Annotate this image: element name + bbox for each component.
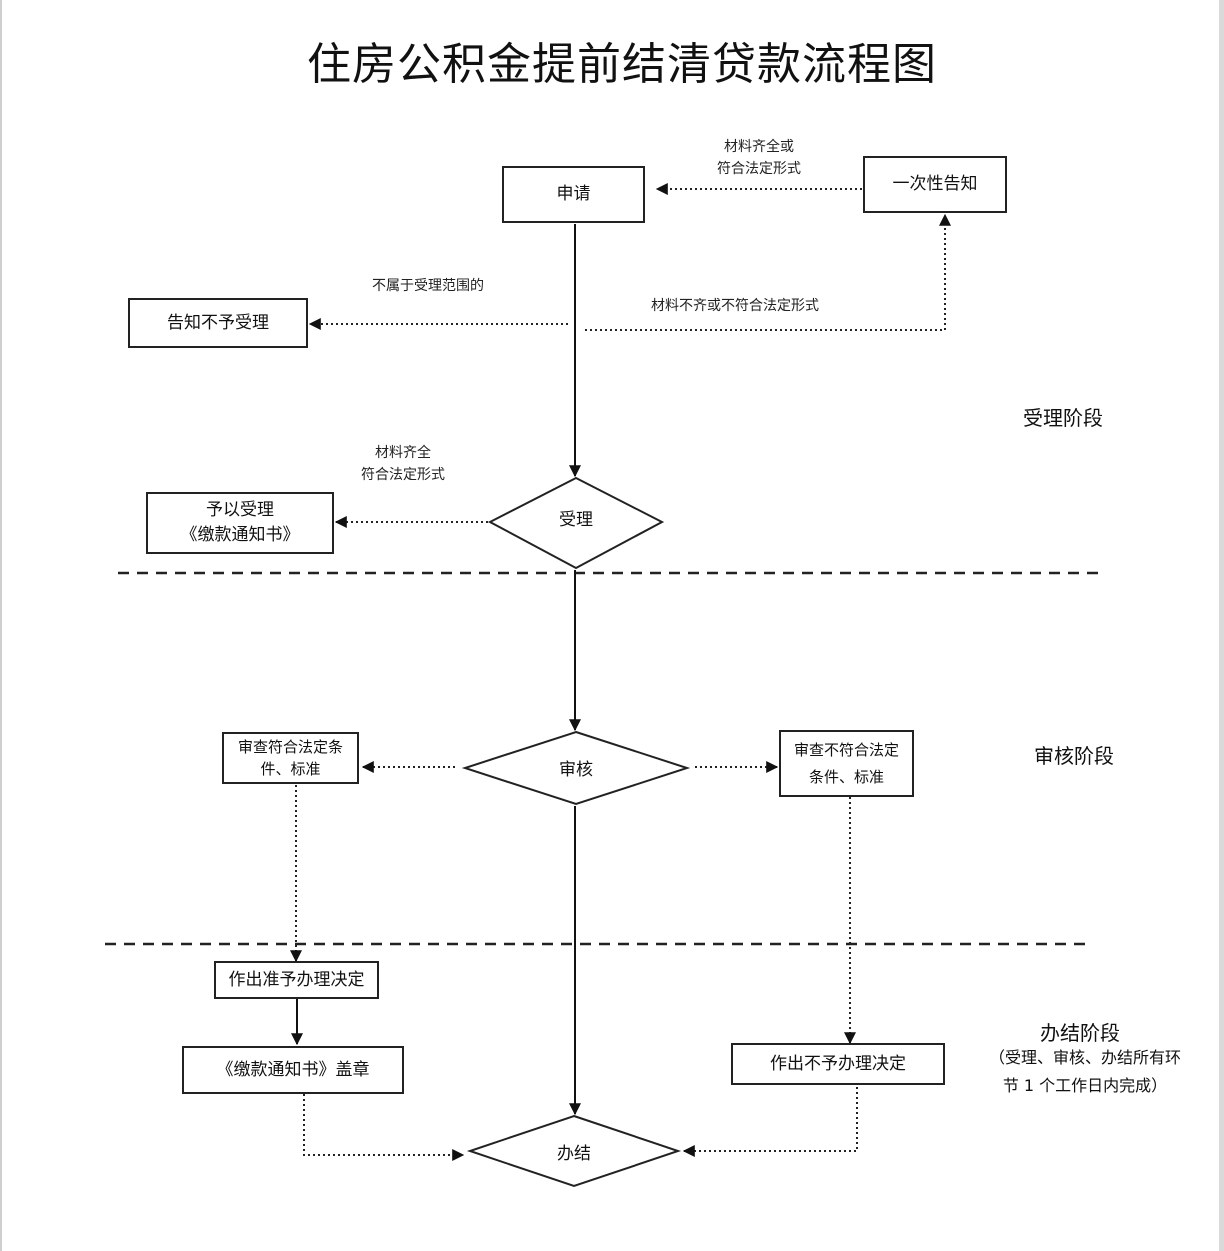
review-pass-label-2: 件、标准 — [260, 760, 321, 778]
arrow-reject-to-complete — [682, 1087, 858, 1157]
accept-node-label: 受理 — [559, 509, 593, 530]
apply-box: 申请 — [502, 166, 645, 223]
grant-acceptance-label-1: 予以受理 — [206, 499, 274, 520]
grant-acceptance-label-2: 《缴款通知书》 — [180, 525, 300, 545]
arrow-incomplete-to-notice — [585, 213, 951, 331]
diagram-title: 住房公积金提前结清贷款流程图 — [307, 39, 937, 90]
approve-decision-label: 作出准予办理决定 — [228, 969, 365, 990]
stamp-notice-label: 《缴款通知书》盖章 — [216, 1059, 370, 1080]
arrow-stamp-to-complete — [303, 1094, 465, 1161]
left-frame-edge — [0, 0, 2, 1251]
apply-label: 申请 — [556, 184, 591, 205]
not-accepted-notice-label: 告知不予受理 — [167, 312, 269, 333]
review-pass-box: 审查符合法定条 件、标准 — [222, 732, 359, 784]
review-pass-label-1: 审查符合法定条 — [237, 737, 343, 756]
review-diamond-shape — [461, 730, 691, 806]
accept-diamond-shape — [487, 476, 665, 570]
edge-label-not-in-scope: 不属于受理范围的 — [372, 278, 484, 294]
reject-decision-label: 作出不予办理决定 — [770, 1053, 906, 1074]
edge-label-materials-incomplete: 材料不齐或不符合法定形式 — [651, 298, 819, 314]
right-frame-edge — [1219, 0, 1224, 1251]
stage-completion-note: （受理、审核、办结所有环 节 1 个工作日内完成） — [988, 1048, 1181, 1095]
reject-decision-box: 作出不予办理决定 — [731, 1043, 945, 1085]
stamp-notice-box: 《缴款通知书》盖章 — [182, 1046, 404, 1094]
complete-diamond-shape — [466, 1114, 682, 1188]
edge-label-materials-complete-or-legal: 材料齐全或 符合法定形式 — [717, 139, 801, 178]
approve-decision-box: 作出准予办理决定 — [214, 961, 379, 999]
stage-label-review: 审核阶段 — [1034, 744, 1114, 768]
review-fail-label-1: 审查不符合法定 — [793, 741, 899, 760]
review-node-label: 审核 — [559, 759, 593, 780]
complete-node-label: 办结 — [557, 1143, 591, 1164]
edge-label-materials-complete-legal: 材料齐全 符合法定形式 — [361, 445, 445, 484]
one-time-notice-label: 一次性告知 — [892, 174, 978, 195]
stage-label-acceptance: 受理阶段 — [1023, 406, 1103, 430]
stage-label-completion: 办结阶段 — [1040, 1021, 1120, 1045]
not-accepted-notice-box: 告知不予受理 — [128, 298, 308, 348]
review-fail-box: 审查不符合法定 条件、标准 — [779, 730, 914, 797]
one-time-notice-box: 一次性告知 — [863, 156, 1007, 213]
review-fail-label-2: 条件、标准 — [808, 767, 884, 786]
grant-acceptance-box: 予以受理 《缴款通知书》 — [146, 492, 334, 554]
